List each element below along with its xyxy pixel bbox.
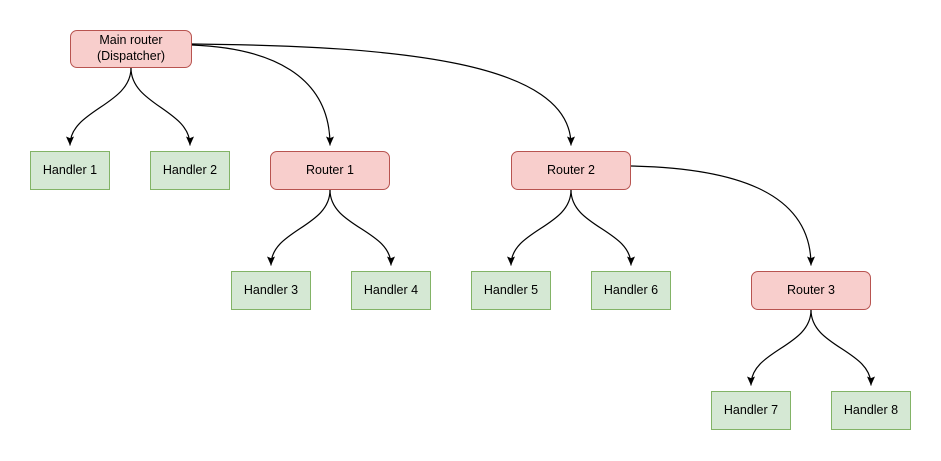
edge-main-router-to-handler-1 (66, 67, 132, 146)
node-handler-8[interactable]: Handler 8 (831, 391, 911, 430)
edge-main-router-to-handler-2 (130, 67, 194, 146)
edges-group (66, 43, 875, 386)
edge-router-3-to-handler-7 (747, 309, 812, 386)
node-router-1[interactable]: Router 1 (270, 151, 390, 190)
node-handler-3[interactable]: Handler 3 (231, 271, 311, 310)
node-label-router-2: Router 2 (547, 162, 595, 177)
node-handler-1[interactable]: Handler 1 (30, 151, 110, 190)
node-router-2[interactable]: Router 2 (511, 151, 631, 190)
node-label-router-1: Router 1 (306, 162, 354, 177)
node-handler-7[interactable]: Handler 7 (711, 391, 791, 430)
node-label-main-router: Main router (Dispatcher) (96, 33, 166, 63)
node-label-handler-2: Handler 2 (162, 162, 218, 177)
node-handler-5[interactable]: Handler 5 (471, 271, 551, 310)
node-label-handler-5: Handler 5 (483, 282, 539, 297)
edge-main-router-to-router-2 (191, 43, 575, 146)
node-label-handler-7: Handler 7 (723, 402, 779, 417)
edge-router-2-to-handler-5 (507, 189, 572, 266)
node-label-handler-6: Handler 6 (603, 282, 659, 297)
edge-router-3-to-handler-8 (810, 309, 875, 386)
edge-router-2-to-handler-6 (570, 189, 635, 266)
node-router-3[interactable]: Router 3 (751, 271, 871, 310)
node-label-handler-1: Handler 1 (42, 162, 98, 177)
node-label-handler-3: Handler 3 (243, 282, 299, 297)
node-label-router-3: Router 3 (787, 282, 835, 297)
edge-main-router-to-router-1 (191, 44, 334, 146)
edge-router-1-to-handler-4 (329, 189, 395, 266)
node-label-handler-4: Handler 4 (363, 282, 419, 297)
edge-router-2-to-router-3 (630, 165, 815, 266)
edge-router-1-to-handler-3 (267, 189, 331, 266)
node-handler-4[interactable]: Handler 4 (351, 271, 431, 310)
node-main-router[interactable]: Main router (Dispatcher) (70, 30, 192, 68)
node-handler-6[interactable]: Handler 6 (591, 271, 671, 310)
node-handler-2[interactable]: Handler 2 (150, 151, 230, 190)
node-label-handler-8: Handler 8 (843, 402, 899, 417)
